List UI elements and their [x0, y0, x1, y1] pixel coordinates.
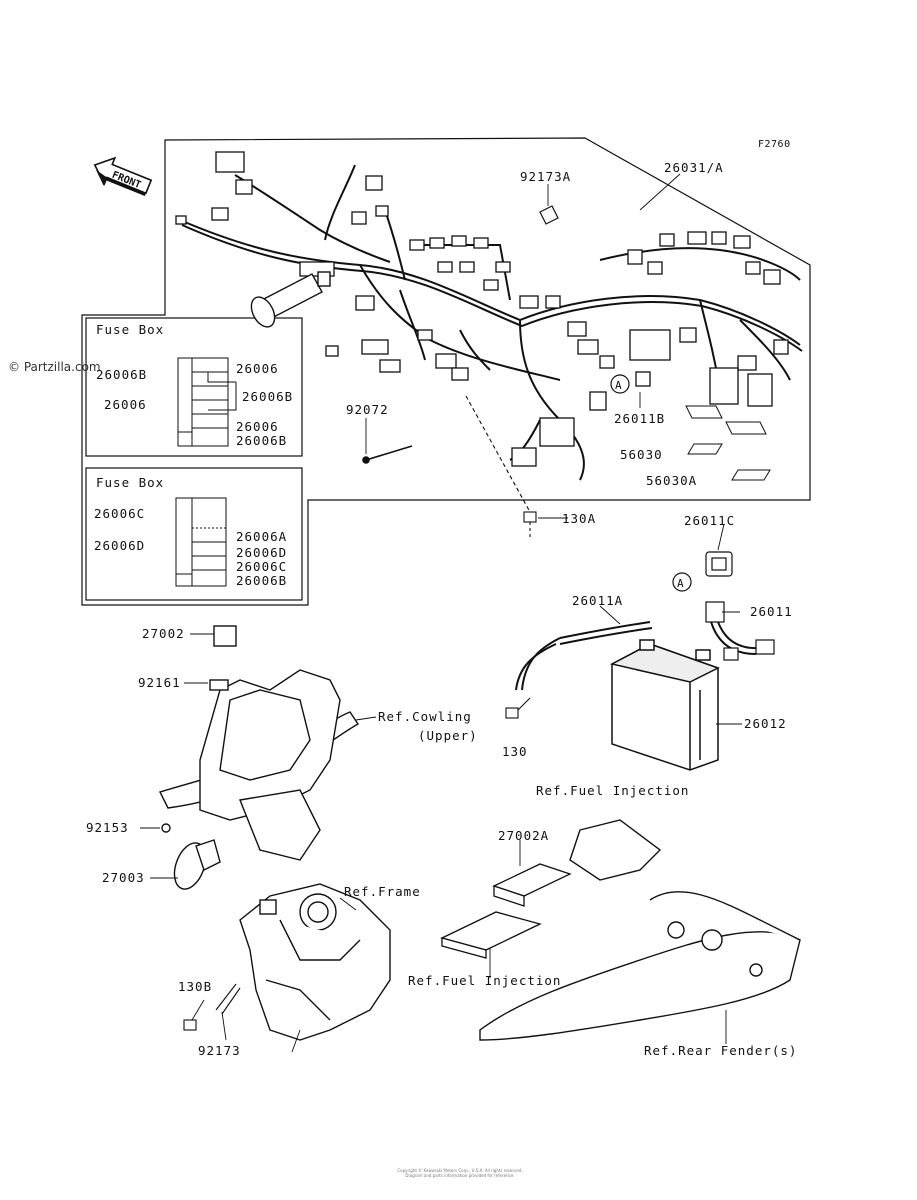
ref-rear-fender: Ref.Rear Fender(s)	[644, 1043, 798, 1058]
part-26031a[interactable]: 26031/A	[664, 160, 724, 175]
part-26011[interactable]: 26011	[750, 604, 793, 619]
fuse-label-2-4: 26006D	[236, 545, 288, 560]
fuse-box-1-fuses	[177, 357, 237, 447]
bolt-130b	[183, 983, 241, 1031]
harness-connectors	[175, 151, 789, 467]
part-130b[interactable]: 130B	[178, 979, 213, 994]
clip-92173a	[539, 205, 559, 225]
ref-cowling: Ref.Cowling	[378, 709, 472, 724]
battery-26012	[609, 639, 720, 771]
copyright-footer: Copyright © Kawasaki Motors Corp., U.S.A…	[340, 1168, 580, 1178]
footer-line-2: Diagram and parts information provided f…	[405, 1173, 515, 1178]
zip-tie-92072	[362, 445, 413, 464]
fuse-label-1-6: 26006B	[236, 433, 288, 448]
part-27002a[interactable]: 27002A	[498, 828, 550, 843]
cowling-bracket	[159, 625, 360, 861]
fuse-label-2-3: 26006A	[236, 529, 288, 544]
part-130a[interactable]: 130A	[562, 511, 597, 526]
part-56030a[interactable]: 56030A	[646, 473, 698, 488]
fuse-label-2-2: 26006D	[94, 538, 146, 553]
fuse-box-2-title: Fuse Box	[96, 475, 165, 490]
figure-code: F2760	[758, 139, 791, 150]
fuse-box-1-frame	[85, 317, 303, 457]
fuse-label-2-1: 26006C	[94, 506, 146, 521]
part-26011c[interactable]: 26011C	[684, 513, 736, 528]
front-arrow-icon: FRONT	[93, 156, 153, 196]
part-27002[interactable]: 27002	[142, 626, 185, 641]
fuse-box-2-frame	[85, 467, 303, 601]
part-130[interactable]: 130	[502, 744, 528, 759]
fuse-label-1-1: 26006B	[96, 367, 148, 382]
part-26011a[interactable]: 26011A	[572, 593, 624, 608]
part-92173[interactable]: 92173	[198, 1043, 241, 1058]
callout-circles	[610, 374, 692, 592]
fuse-label-1-4: 26006B	[242, 389, 294, 404]
bolt-130	[505, 697, 531, 719]
bolt-130a	[465, 395, 537, 540]
part-56030[interactable]: 56030	[620, 447, 663, 462]
part-92161[interactable]: 92161	[138, 675, 181, 690]
harness-panel-outline	[81, 137, 811, 606]
part-26011b[interactable]: 26011B	[614, 411, 666, 426]
terminal-26011	[705, 601, 775, 661]
part-26012[interactable]: 26012	[744, 716, 787, 731]
footer-line-1: Copyright © Kawasaki Motors Corp., U.S.A…	[397, 1168, 523, 1173]
ref-fuel-injection-1: Ref.Fuel Injection	[536, 783, 690, 798]
ref-frame: Ref.Frame	[344, 884, 421, 899]
ecu-27002a	[440, 863, 572, 959]
leader-lines	[140, 173, 742, 1053]
part-92173a[interactable]: 92173A	[520, 169, 572, 184]
fuse-label-2-6: 26006B	[236, 573, 288, 588]
fuse-box-2-fuses	[175, 497, 227, 587]
watermark-text: © Partzilla.com	[8, 360, 101, 374]
ref-fuel-injection-2: Ref.Fuel Injection	[408, 973, 562, 988]
fuse-box-1-title: Fuse Box	[96, 322, 165, 337]
fuse-label-1-2: 26006	[236, 361, 279, 376]
part-27003[interactable]: 27003	[102, 870, 145, 885]
relay-cylinder	[250, 271, 331, 328]
fuse-label-1-3: 26006	[104, 397, 147, 412]
callout-a-2: A	[677, 577, 684, 590]
fuse-label-2-5: 26006C	[236, 559, 288, 574]
part-92153[interactable]: 92153	[86, 820, 129, 835]
part-92072[interactable]: 92072	[346, 402, 389, 417]
frame-section	[239, 883, 391, 1041]
ref-cowling-upper: (Upper)	[418, 728, 478, 743]
fuse-label-1-5: 26006	[236, 419, 279, 434]
callout-a-1: A	[615, 379, 622, 392]
rear-fender	[479, 819, 801, 1041]
connector-26011c	[705, 551, 733, 577]
horn-27003	[173, 839, 221, 890]
pads-56030	[685, 405, 771, 481]
